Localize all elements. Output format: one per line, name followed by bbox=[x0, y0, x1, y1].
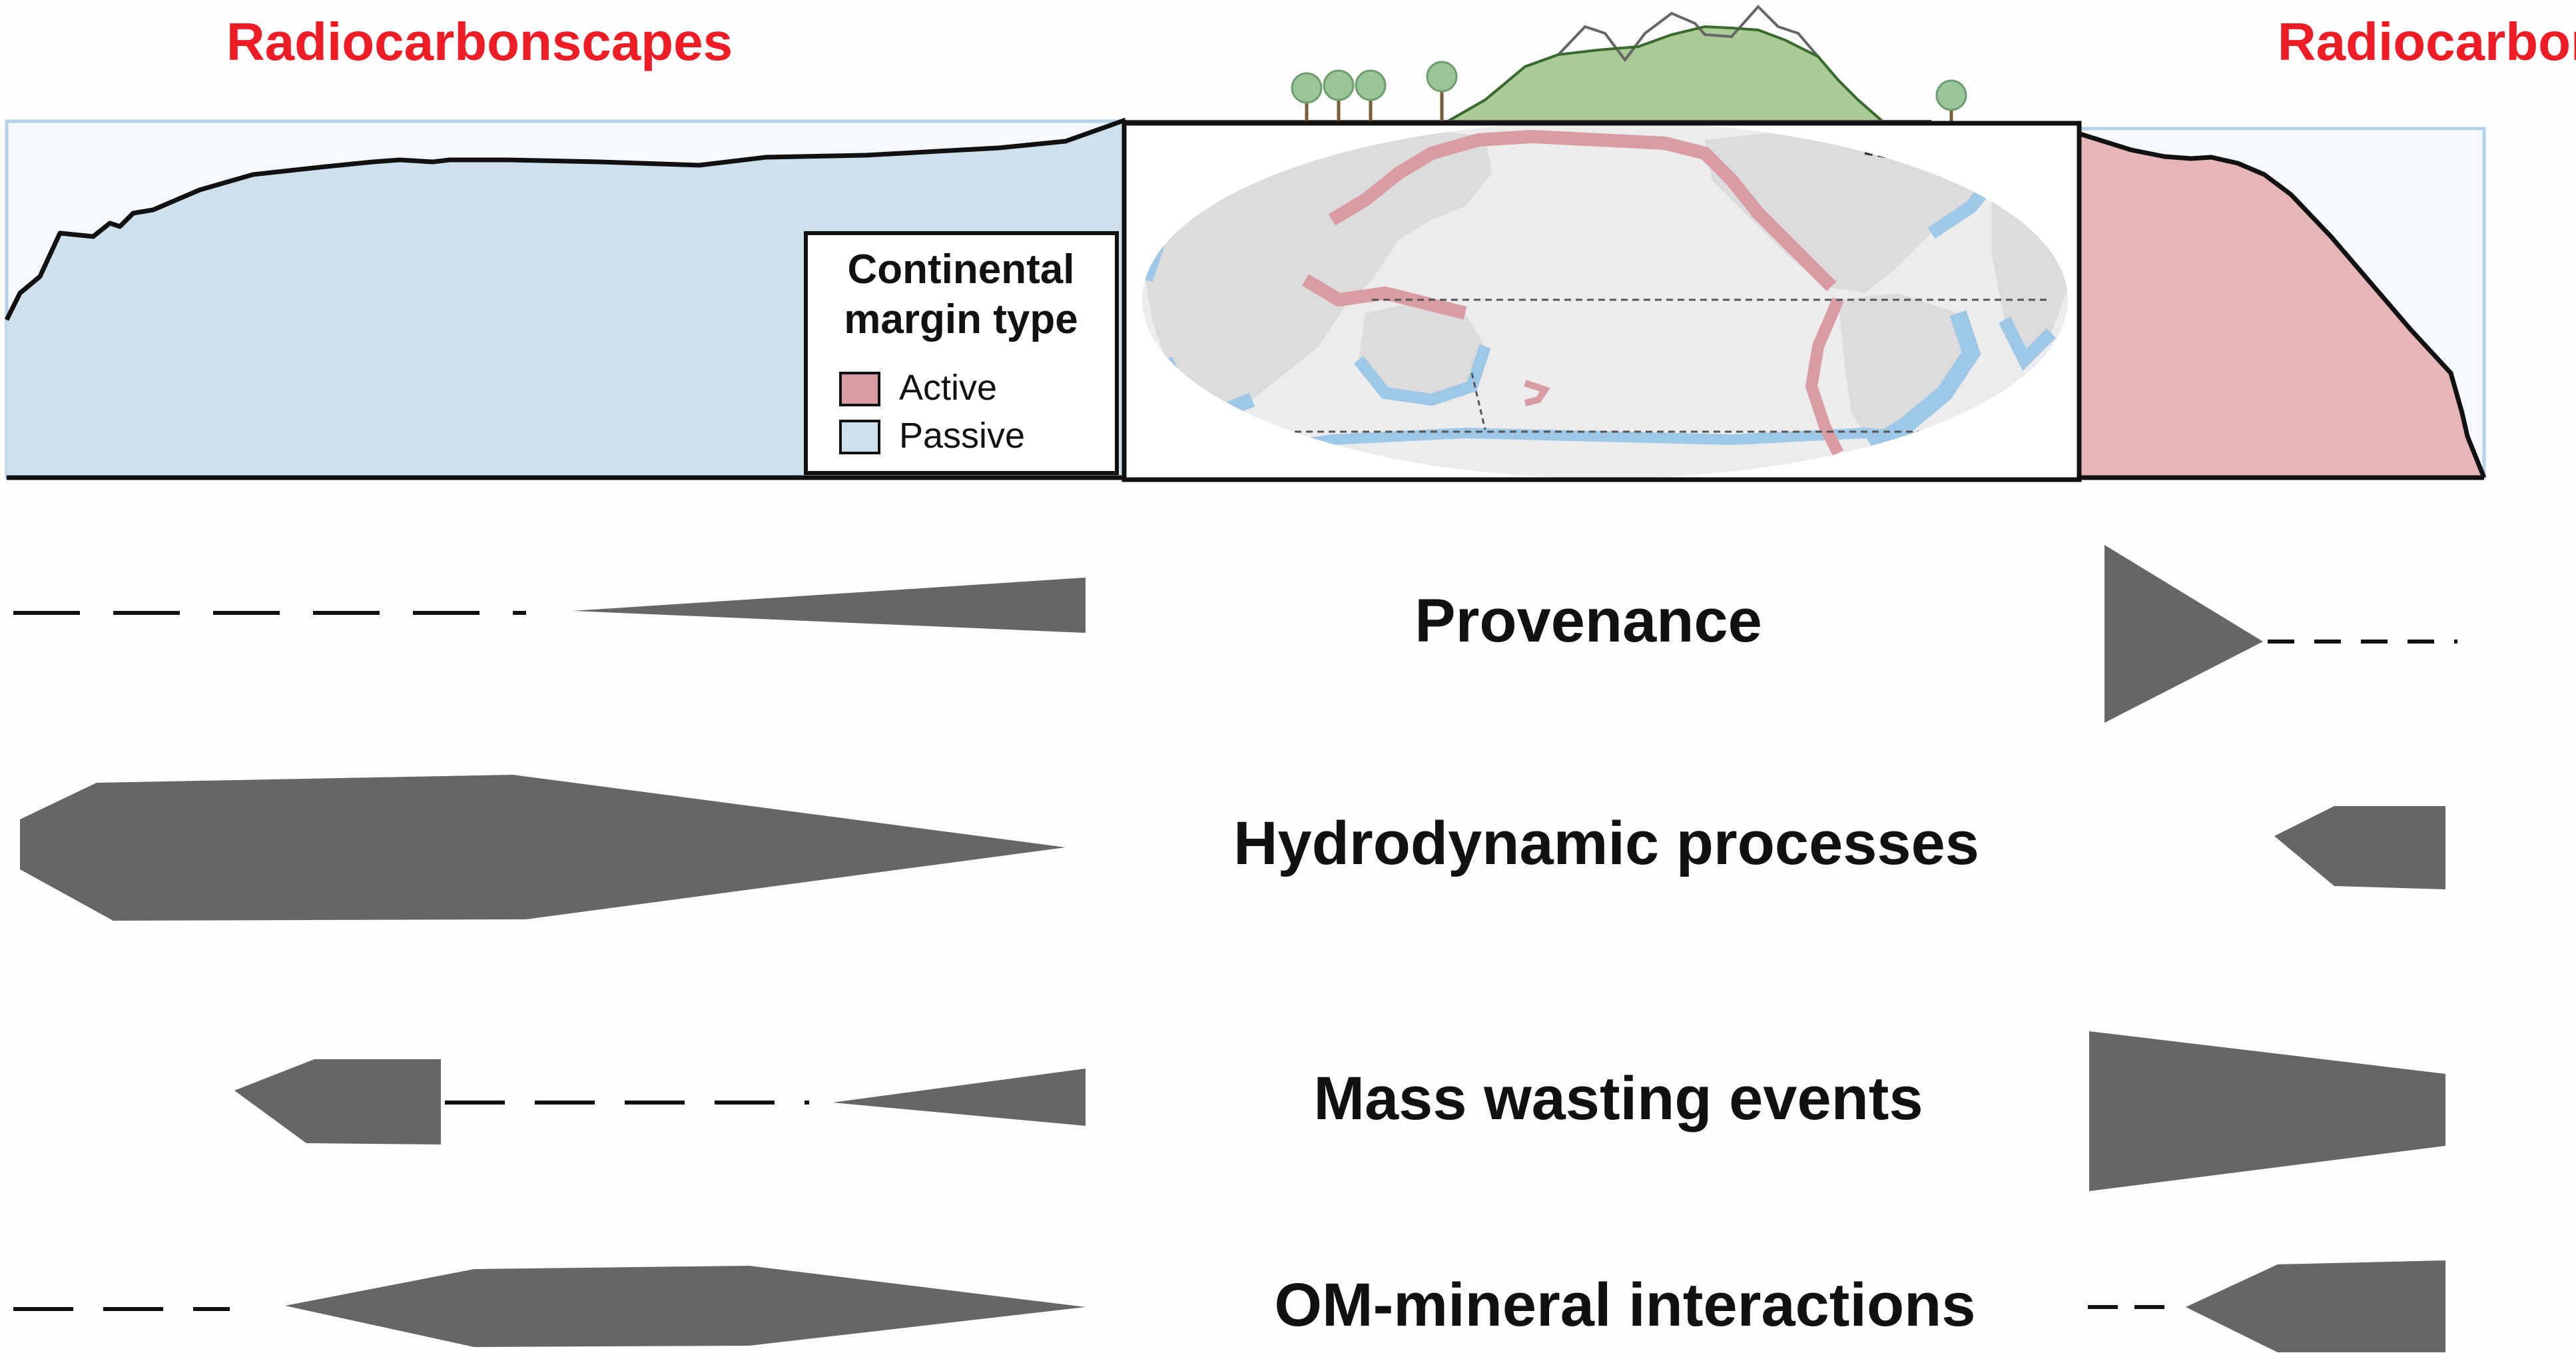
active-margin-indonesia bbox=[1301, 274, 1467, 320]
legend-label-passive: Passive bbox=[899, 416, 1025, 456]
world-map bbox=[1122, 121, 2082, 482]
om-mineral-label: OM-mineral interactions bbox=[1274, 1271, 1975, 1339]
tree-1 bbox=[1291, 72, 1323, 121]
mass-wasting-label: Mass wasting events bbox=[1313, 1065, 1923, 1133]
title-left: Radiocarbonscapes bbox=[226, 12, 733, 71]
passive-margin-australia bbox=[1353, 344, 1491, 406]
title-right: Radiocarbonscapes bbox=[2278, 12, 2576, 71]
om-mineral-right-shape bbox=[2186, 1260, 2445, 1352]
landmass-north-america bbox=[1705, 130, 1998, 293]
legend-label-active: Active bbox=[899, 368, 997, 408]
land-illustration bbox=[1126, 5, 1967, 128]
om-mineral-left-shape bbox=[285, 1266, 1086, 1347]
active-margin-new-zealand bbox=[1524, 380, 1550, 406]
passive-margin-antarctica bbox=[1191, 427, 1999, 465]
legend-swatch-passive bbox=[839, 420, 880, 454]
mass-wasting-right-shape bbox=[2089, 1031, 2445, 1191]
process-row-hydrodynamic: Hydrodynamic processes bbox=[20, 775, 2445, 921]
process-row-provenance: Provenance bbox=[13, 545, 2457, 723]
process-row-mass-wasting: Mass wasting events bbox=[234, 1031, 2445, 1191]
tree-3 bbox=[1355, 69, 1387, 121]
passive-margin-profile-line bbox=[4, 117, 1127, 321]
hydrodynamic-label: Hydrodynamic processes bbox=[1233, 809, 1979, 877]
active-margin-pacific-north bbox=[1328, 129, 1837, 292]
provenance-label: Provenance bbox=[1415, 587, 1762, 655]
tree-5 bbox=[1935, 79, 1967, 123]
mountain-ridge-line bbox=[1438, 25, 1912, 128]
tree-4 bbox=[1426, 61, 1458, 121]
tree-2 bbox=[1323, 69, 1355, 121]
provenance-right-wedge bbox=[2104, 545, 2263, 723]
active-margin-panel bbox=[2076, 127, 2487, 480]
legend: Continental margin type Active Passive bbox=[804, 231, 1119, 475]
hydrodynamic-left-shape bbox=[20, 775, 1066, 921]
active-margin-profile bbox=[2078, 133, 2484, 478]
mass-wasting-left-wedge bbox=[832, 1069, 1086, 1126]
mass-wasting-left-shape bbox=[234, 1059, 441, 1144]
dashed-line-australia bbox=[1470, 372, 1486, 430]
legend-heading-line1: Continental bbox=[848, 246, 1075, 292]
landmass-south-america bbox=[1838, 293, 1971, 446]
legend-heading-line2: margin type bbox=[844, 296, 1078, 342]
map-frame bbox=[1122, 121, 2082, 482]
provenance-left-wedge bbox=[573, 578, 1086, 633]
legend-swatch-active bbox=[839, 372, 880, 406]
active-margin-profile-line bbox=[2077, 131, 2487, 479]
hydrodynamic-right-shape bbox=[2274, 806, 2445, 889]
landmass-australia bbox=[1359, 303, 1485, 400]
mountain bbox=[1439, 27, 1911, 127]
process-row-om-mineral: OM-mineral interactions bbox=[13, 1260, 2445, 1352]
active-margin-south-america-west bbox=[1805, 297, 1844, 456]
landmass-eurasia-africa bbox=[1145, 130, 1492, 413]
